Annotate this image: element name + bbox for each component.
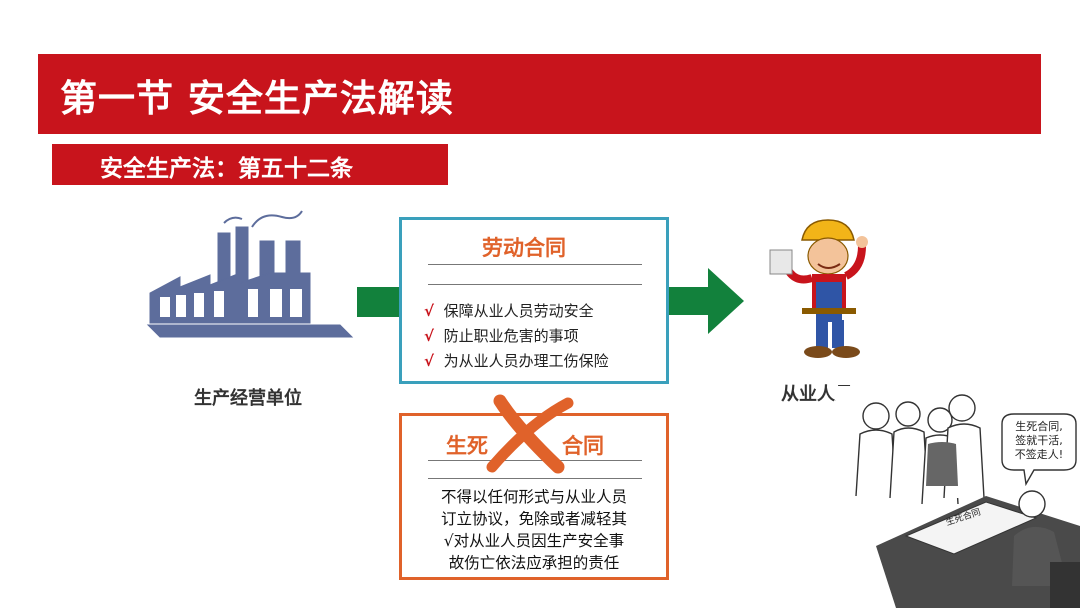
list-item: √ 为从业人员办理工伤保险 (424, 352, 609, 370)
article-title: 安全生产法：第五十二条 (100, 156, 353, 182)
labor-contract-box: 劳动合同 √ 保障从业人员劳动安全 √ 防止职业危害的事项 √ 为从业人员办理工… (399, 217, 669, 384)
article-bar: 安全生产法：第五十二条 (52, 144, 448, 185)
cross-mark-icon (486, 394, 574, 474)
cartoon-illustration (836, 386, 1080, 608)
divider (428, 478, 642, 479)
labor-contract-title: 劳动合同 (482, 236, 566, 260)
arrow-right-icon (668, 268, 744, 334)
check-icon: √ (424, 352, 435, 370)
factory-icon (146, 210, 354, 338)
check-icon: √ (424, 302, 435, 320)
check-icon: √ (424, 327, 435, 345)
death-contract-text: 不得以任何形式与从业人员 订立协议，免除或者减轻其 √对从业人员因生产安全事 故… (440, 488, 627, 572)
list-item: √ 保障从业人员劳动安全 (424, 302, 594, 320)
page-title: 第一节 安全生产法解读 (60, 77, 454, 120)
death-contract-title-right: 合同 (562, 434, 604, 458)
divider (428, 264, 642, 265)
employer-label: 生产经营单位 (194, 388, 302, 409)
list-item: √ 防止职业危害的事项 (424, 327, 579, 345)
divider (428, 284, 642, 285)
speech-bubble-text: 生死合同, 签就干活, 不签走人! (1014, 420, 1064, 461)
worker-icon (769, 219, 868, 358)
divider (428, 460, 642, 461)
employee-label: 从业人员 (781, 384, 853, 405)
death-contract-title-left: 生死 (446, 434, 488, 458)
arrow-bar-left (357, 287, 401, 317)
title-bar: 第一节 安全生产法解读 (38, 54, 1041, 134)
